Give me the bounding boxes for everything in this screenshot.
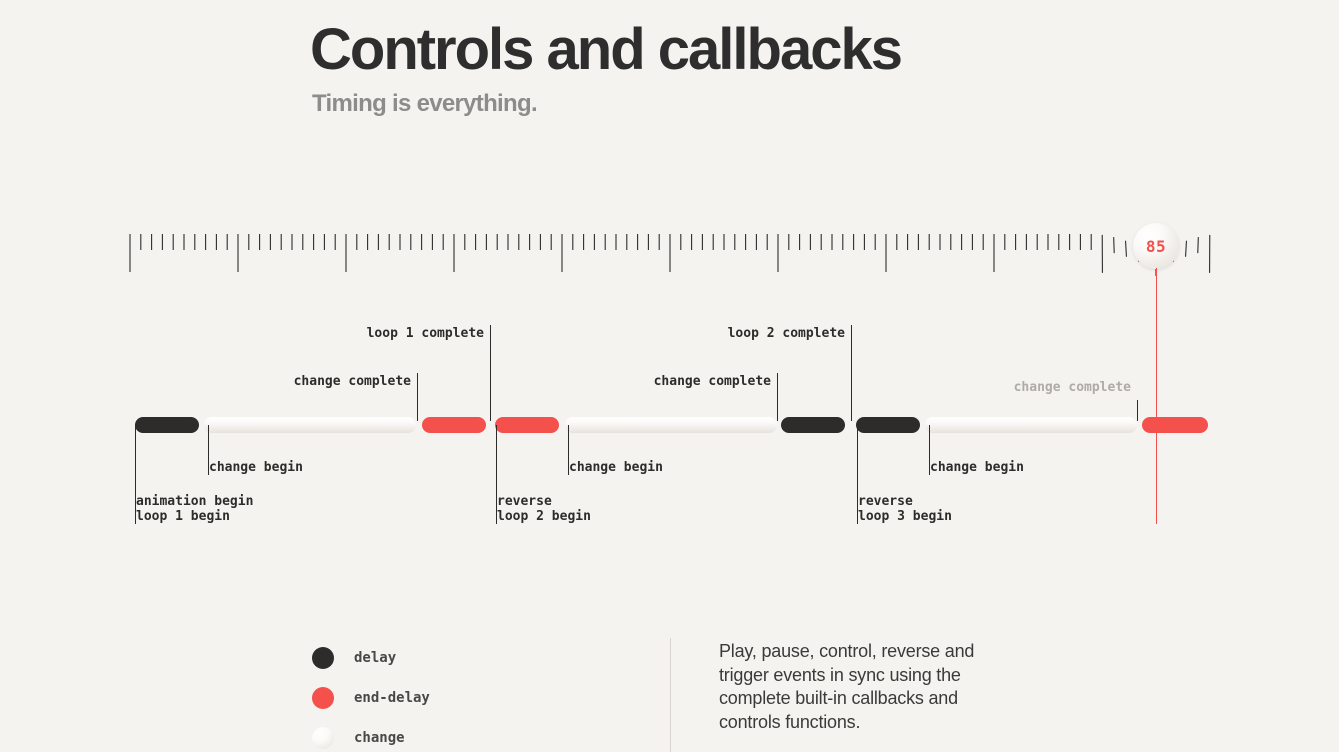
event-label-change-complete-2: change complete [653,374,771,389]
event-label-loop-1-complete: loop 1 complete [366,326,484,341]
timeline-segment-end-delay[interactable] [422,417,486,433]
description-text: Play, pause, control, reverse and trigge… [719,641,975,732]
event-label-change-complete-3: change complete [1013,380,1131,395]
ruler-tick-minor [1197,237,1199,254]
timeline-segment-change[interactable] [565,417,777,433]
event-marker-change-begin-2 [568,425,569,475]
legend-item-change[interactable]: change [312,718,642,752]
legend-swatch-delay-icon [312,647,334,669]
event-label-reverse-loop-2: reverse loop 2 begin [497,494,591,524]
event-marker-change-complete-1 [417,373,418,421]
event-marker-change-complete-2 [777,373,778,421]
legend-swatch-change-icon [312,727,334,749]
event-label-reverse-loop-3: reverse loop 3 begin [858,494,952,524]
playhead-value-label: 85 [1145,236,1167,256]
legend-swatch-enddelay-icon [312,687,334,709]
playhead-value-bubble[interactable]: 85 [1133,223,1179,269]
ruler-tick-minor [1185,240,1188,257]
timeline-segment-delay[interactable] [856,417,920,433]
event-marker-change-begin-3 [929,425,930,475]
event-label-loop-2-complete: loop 2 complete [727,326,845,341]
timeline-segment-change[interactable] [925,417,1137,433]
legend-item-delay[interactable]: delay [312,638,642,678]
event-marker-loop-1-complete [490,325,491,421]
event-marker-reverse-loop-2 [496,425,497,524]
legend-label-change: change [354,730,405,746]
event-marker-loop-2-complete [851,325,852,421]
timeline-segment-change[interactable] [204,417,416,433]
timeline-segment-end-delay[interactable] [1142,417,1208,433]
ruler-tick-minor [1124,240,1127,257]
ruler-ticks [129,234,1211,276]
timeline-ruler[interactable] [0,212,1339,302]
event-marker-change-begin-1 [208,425,209,475]
playhead-line[interactable] [1156,268,1157,524]
event-marker-reverse-loop-3 [857,425,858,524]
event-marker-animation-begin [135,425,136,524]
legend-label-enddelay: end-delay [354,690,430,706]
page-title: Controls and callbacks [310,17,903,82]
event-label-animation-begin: animation begin loop 1 begin [136,494,254,524]
event-label-change-begin-2: change begin [569,460,663,475]
timeline-segment-delay[interactable] [781,417,845,433]
legend-label-delay: delay [354,650,397,666]
timeline-segment-delay[interactable] [135,417,199,433]
page-subtitle: Timing is everything. [312,90,538,117]
event-label-change-begin-3: change begin [930,460,1024,475]
event-label-change-complete-1: change complete [293,374,411,389]
timeline-segment-end-delay[interactable] [495,417,559,433]
legend-item-enddelay[interactable]: end-delay [312,678,642,718]
legend: delay end-delay change [312,638,642,752]
ruler-tick-minor [1113,237,1115,254]
event-marker-change-complete-3 [1137,400,1138,421]
legend-divider [670,638,671,752]
event-label-change-begin-1: change begin [209,460,303,475]
